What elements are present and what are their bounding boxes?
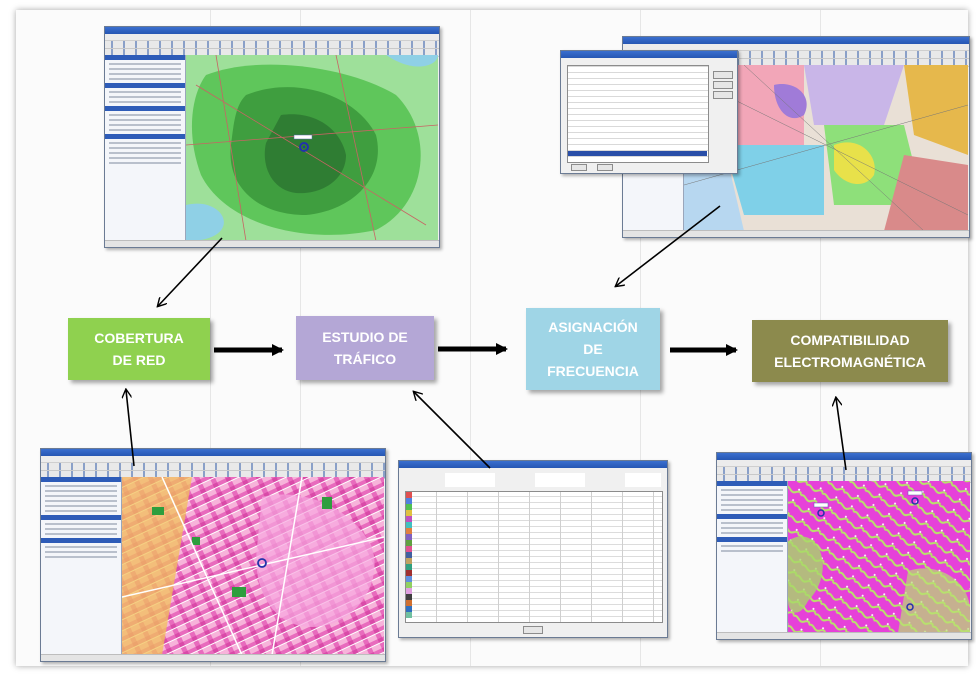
traffic-color-swatches <box>406 492 412 618</box>
grid-line <box>470 10 471 666</box>
coverage-map-window <box>104 26 440 248</box>
cobertura-de-red-box: COBERTURA DE RED <box>68 318 210 380</box>
frequency-table <box>567 65 709 163</box>
dialog-button[interactable] <box>713 81 733 89</box>
traffic-data-table <box>405 491 663 623</box>
link-arrow-coverage-map <box>158 237 223 306</box>
traffic-top-fields <box>405 473 661 487</box>
window-side-panel <box>41 477 122 655</box>
grid-line <box>210 10 211 666</box>
dialog-button[interactable] <box>523 626 543 634</box>
window-toolbar <box>105 41 439 49</box>
frequency-table-dialog <box>560 50 738 174</box>
dialog-button[interactable] <box>713 91 733 99</box>
magenta-interference-map <box>788 481 970 633</box>
link-arrow-frequency-map <box>616 205 721 286</box>
dialog-button[interactable] <box>597 164 613 171</box>
asignacion-de-frecuencia-box: ASIGNACIÓN DE FRECUENCIA <box>526 308 660 390</box>
urban-coverage-window <box>40 448 386 662</box>
selected-row <box>568 151 707 156</box>
emc-map-window <box>716 452 972 640</box>
traffic-table-window <box>398 460 668 638</box>
link-arrow-urban-map <box>126 390 135 467</box>
window-side-panel <box>717 481 788 633</box>
estudio-de-trafico-box: ESTUDIO DE TRÁFICO <box>296 316 434 380</box>
window-titlebar <box>105 27 439 34</box>
pink-urban-coverage-map <box>122 477 384 655</box>
dialog-button[interactable] <box>571 164 587 171</box>
window-side-panel <box>105 55 186 241</box>
compatibilidad-electromagnetica-box: COMPATIBILIDAD ELECTROMAGNÉTICA <box>752 320 948 382</box>
link-arrow-emc-map <box>836 398 847 471</box>
dialog-button[interactable] <box>713 71 733 79</box>
window-menubar <box>105 34 439 41</box>
window-statusbar <box>105 240 439 247</box>
link-arrow-traffic-table <box>414 392 491 469</box>
green-coverage-map <box>186 55 438 241</box>
